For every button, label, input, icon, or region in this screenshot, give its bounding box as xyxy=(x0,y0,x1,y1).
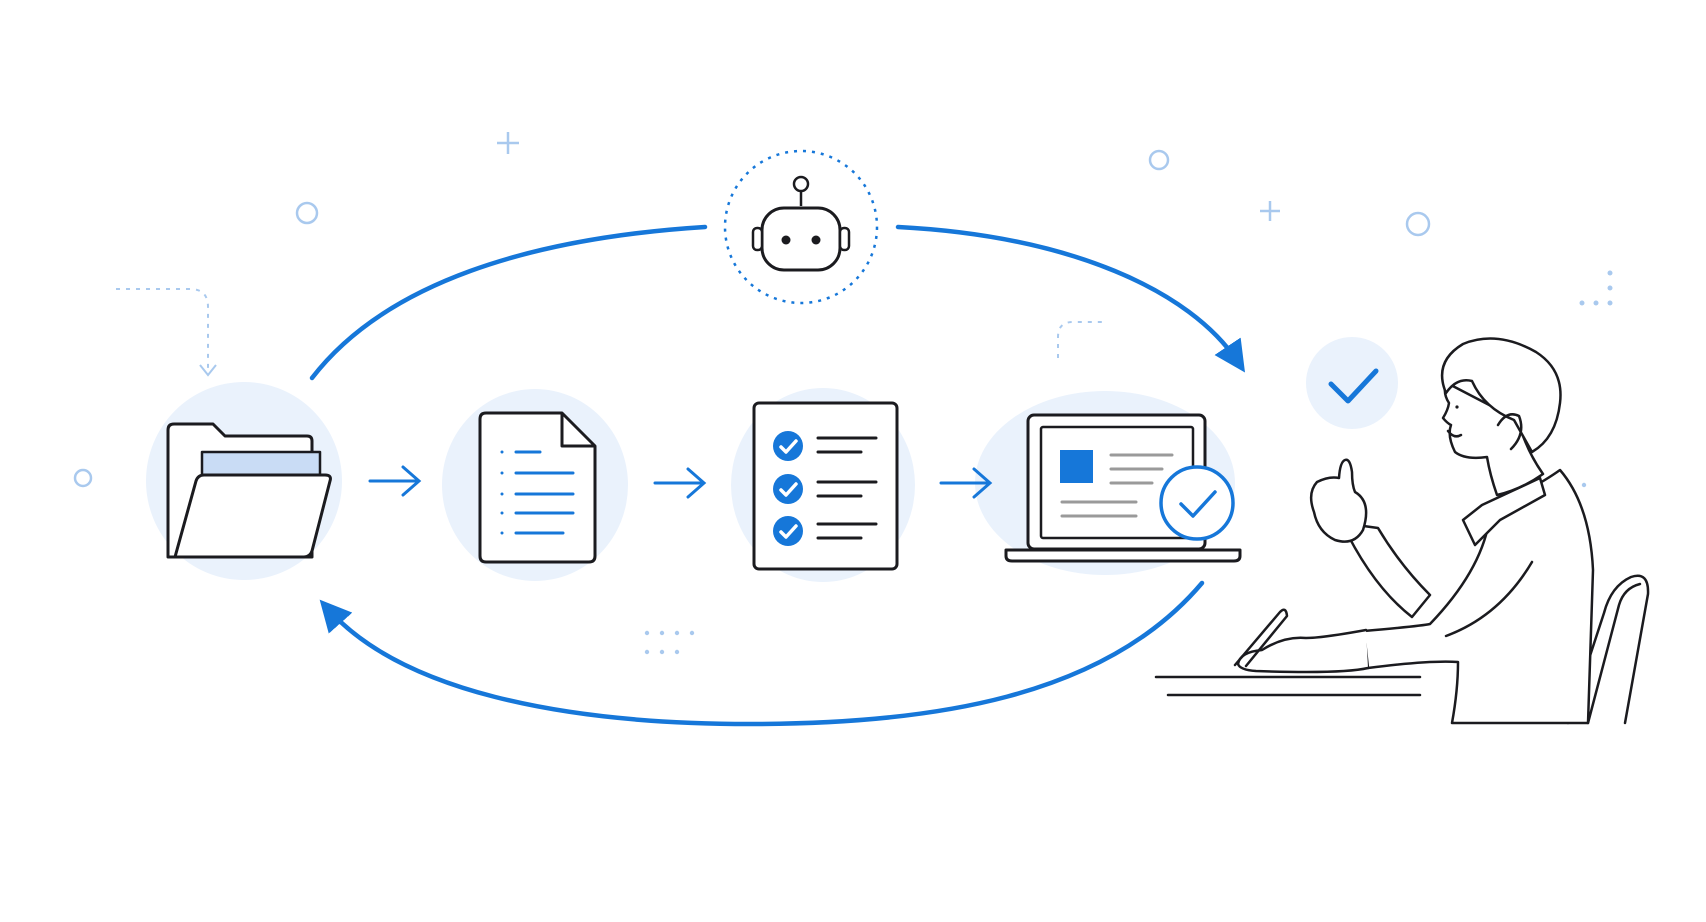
person-icon xyxy=(1154,337,1650,725)
arrow-right-icon xyxy=(368,465,422,497)
plus-decoration xyxy=(1260,201,1280,221)
dot-grid-decoration xyxy=(644,270,1613,655)
checklist-icon xyxy=(752,401,899,571)
step-arrows xyxy=(368,465,993,499)
circle-decoration xyxy=(73,468,93,488)
chair-slat xyxy=(1586,582,1642,725)
shirt-fold xyxy=(1444,560,1534,638)
arrow-decoration xyxy=(199,364,217,377)
arrow-right-icon xyxy=(653,467,707,499)
bottom-arc xyxy=(319,580,1205,727)
eye xyxy=(1455,405,1459,409)
cycle-arrows xyxy=(309,224,1245,727)
laptop-icon xyxy=(1004,413,1242,563)
head xyxy=(1441,381,1545,497)
desk xyxy=(1154,675,1422,697)
approval-check-icon xyxy=(1328,368,1379,404)
collar xyxy=(1461,476,1547,547)
plus-decoration xyxy=(497,132,519,154)
circle-decoration xyxy=(1148,149,1170,171)
arrow-right-icon xyxy=(939,467,993,499)
decorations xyxy=(73,132,1613,655)
robot-icon xyxy=(723,149,879,305)
dotted-elbow-decoration xyxy=(116,288,1102,373)
hair xyxy=(1440,337,1562,454)
ear xyxy=(1496,413,1523,451)
pen xyxy=(1233,608,1289,668)
top-arc-right xyxy=(895,224,1245,373)
circle-decoration xyxy=(295,201,319,225)
thumbs-up-hand xyxy=(1309,458,1368,543)
document-icon xyxy=(478,411,597,564)
raised-arm xyxy=(1340,521,1432,619)
torso xyxy=(1362,468,1595,725)
circle-decoration xyxy=(1405,211,1431,237)
smile xyxy=(1446,429,1463,438)
check-badge-icon xyxy=(1159,465,1235,541)
top-arc-left xyxy=(309,224,708,381)
folder-icon xyxy=(166,422,332,559)
